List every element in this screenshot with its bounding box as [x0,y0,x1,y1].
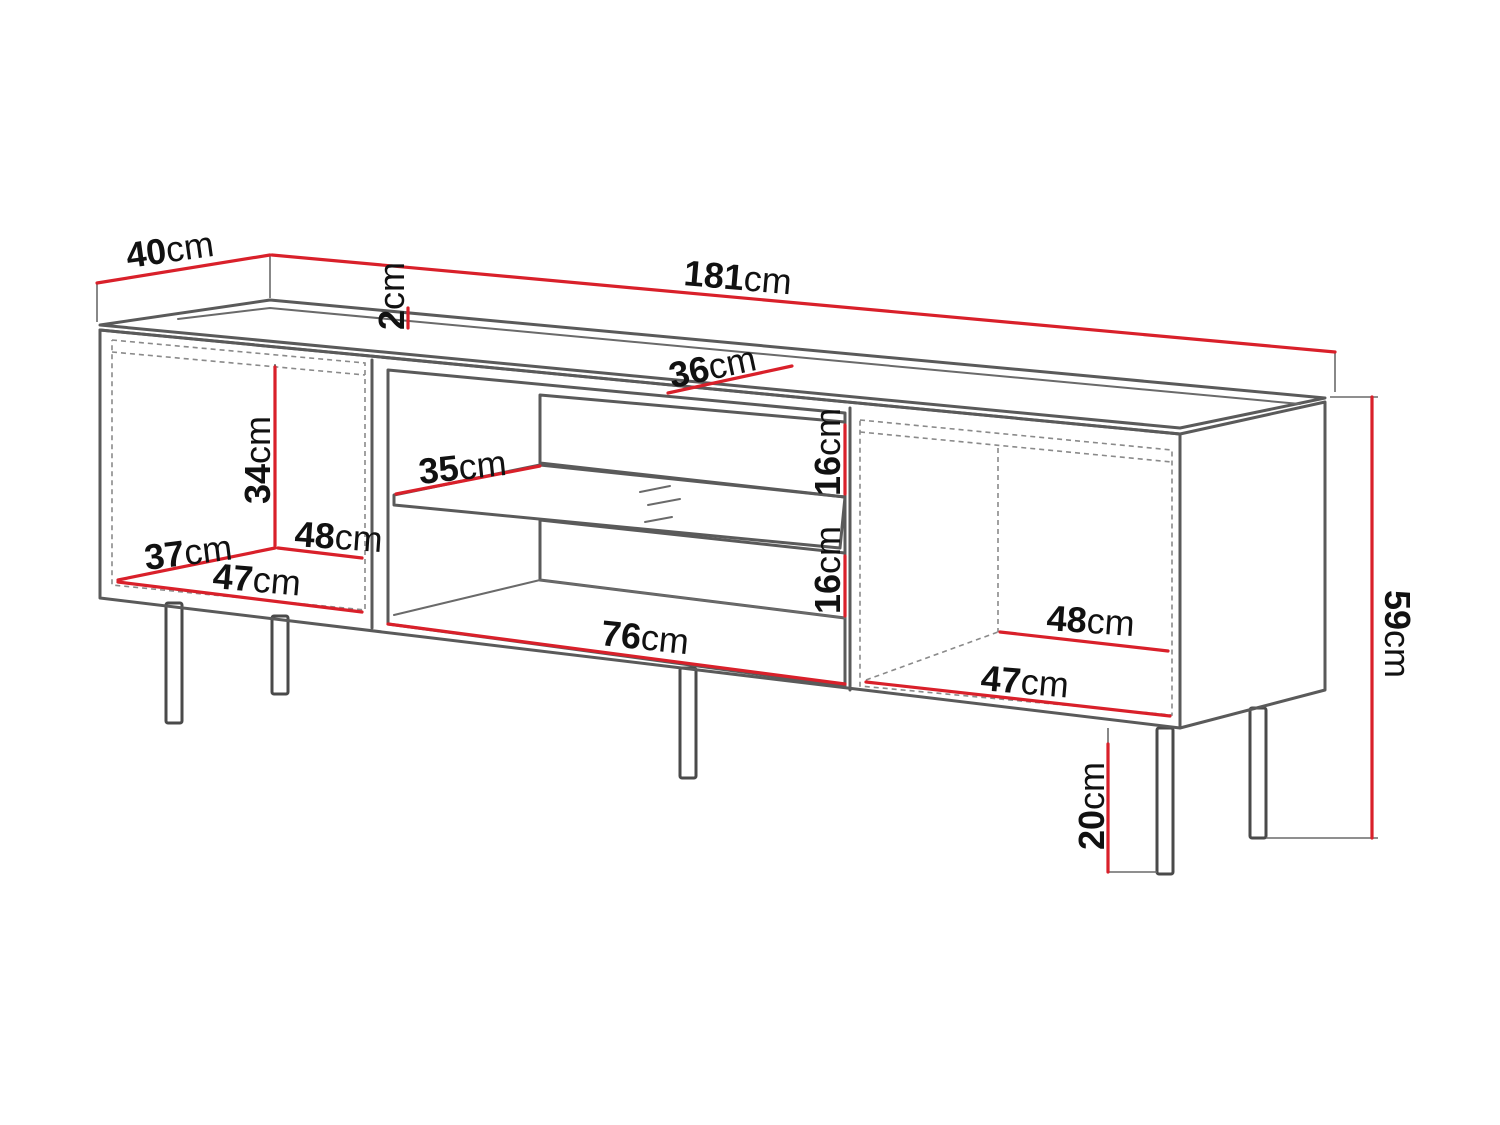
dim-line-right-width-inner [998,630,1170,653]
extension-lines [96,255,1378,873]
right-compartment-inner-dashed [859,419,1173,716]
shelf-gloss-mark-1 [639,485,671,493]
label-total-height: 59cm [1377,590,1418,678]
dim-line-shelf-depth-top [666,364,794,395]
dim-line-left-depth [116,546,277,582]
dim-line-shelf-depth-mid [394,464,542,496]
right-compartment-floor-dashed [865,631,999,681]
cabinet-legs [164,601,1268,876]
dim-line-open-width [386,622,847,686]
dim-line-left-width-inner [276,546,364,560]
leg-back-left [270,614,290,696]
label-right-width-front: 47cm [979,657,1070,706]
label-shelf-depth-top: 36cm [665,337,760,395]
leg-front-right [1155,726,1175,876]
dim-line-width [270,253,1337,354]
shelf-gloss-mark-2 [647,498,681,506]
lower-niche-floor [393,578,846,619]
leg-back-right [1248,706,1268,840]
label-top-thickness: 2cm [371,262,412,330]
right-compartment [859,419,1173,716]
dimension-lines [95,253,1374,874]
label-left-width-front: 47cm [211,555,302,604]
label-leg-height: 20cm [1071,762,1112,850]
label-right-width-inner: 48cm [1045,597,1136,644]
dim-line-right-width-front [864,680,1172,718]
cabinet-body [98,298,1327,730]
dim-line-left-width-front [116,580,364,614]
right-side-face [1178,400,1327,730]
label-open-width: 76cm [599,612,691,662]
dim-line-depth [95,253,272,285]
label-left-depth: 37cm [142,527,234,578]
label-open-height-upper: 16cm [807,408,848,496]
leg-center [678,666,698,780]
dimension-labels: 40cm 181cm 2cm 36cm 35cm 16cm 16cm 76cm … [123,223,1418,850]
right-compartment-inner-top-dashed [859,431,1173,463]
top-panel [98,298,1327,430]
label-left-height: 34cm [237,416,278,504]
label-shelf-depth-mid: 35cm [417,442,509,492]
left-compartment-inner-top-dashed [111,351,366,376]
top-panel-inner-edge [177,306,1301,405]
label-open-height-lower: 16cm [807,526,848,614]
open-middle-section [386,368,852,692]
shelf-gloss-mark-3 [644,516,673,523]
open-niche-frame [386,368,847,688]
label-width: 181cm [682,252,793,302]
label-left-width-inner: 48cm [293,513,384,560]
leg-front-left [164,601,184,725]
label-depth: 40cm [123,223,216,276]
